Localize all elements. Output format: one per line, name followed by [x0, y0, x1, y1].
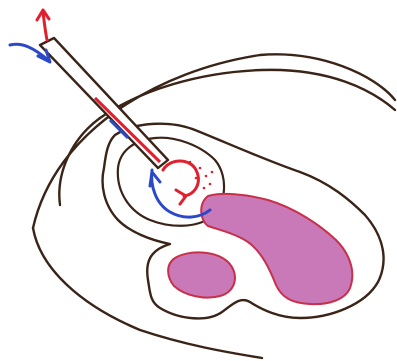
- purple-tissue-small: [168, 252, 235, 297]
- inner-wall-outline: [100, 70, 395, 118]
- inner-left-outline: [59, 118, 100, 205]
- catheter-tube: [40, 38, 168, 168]
